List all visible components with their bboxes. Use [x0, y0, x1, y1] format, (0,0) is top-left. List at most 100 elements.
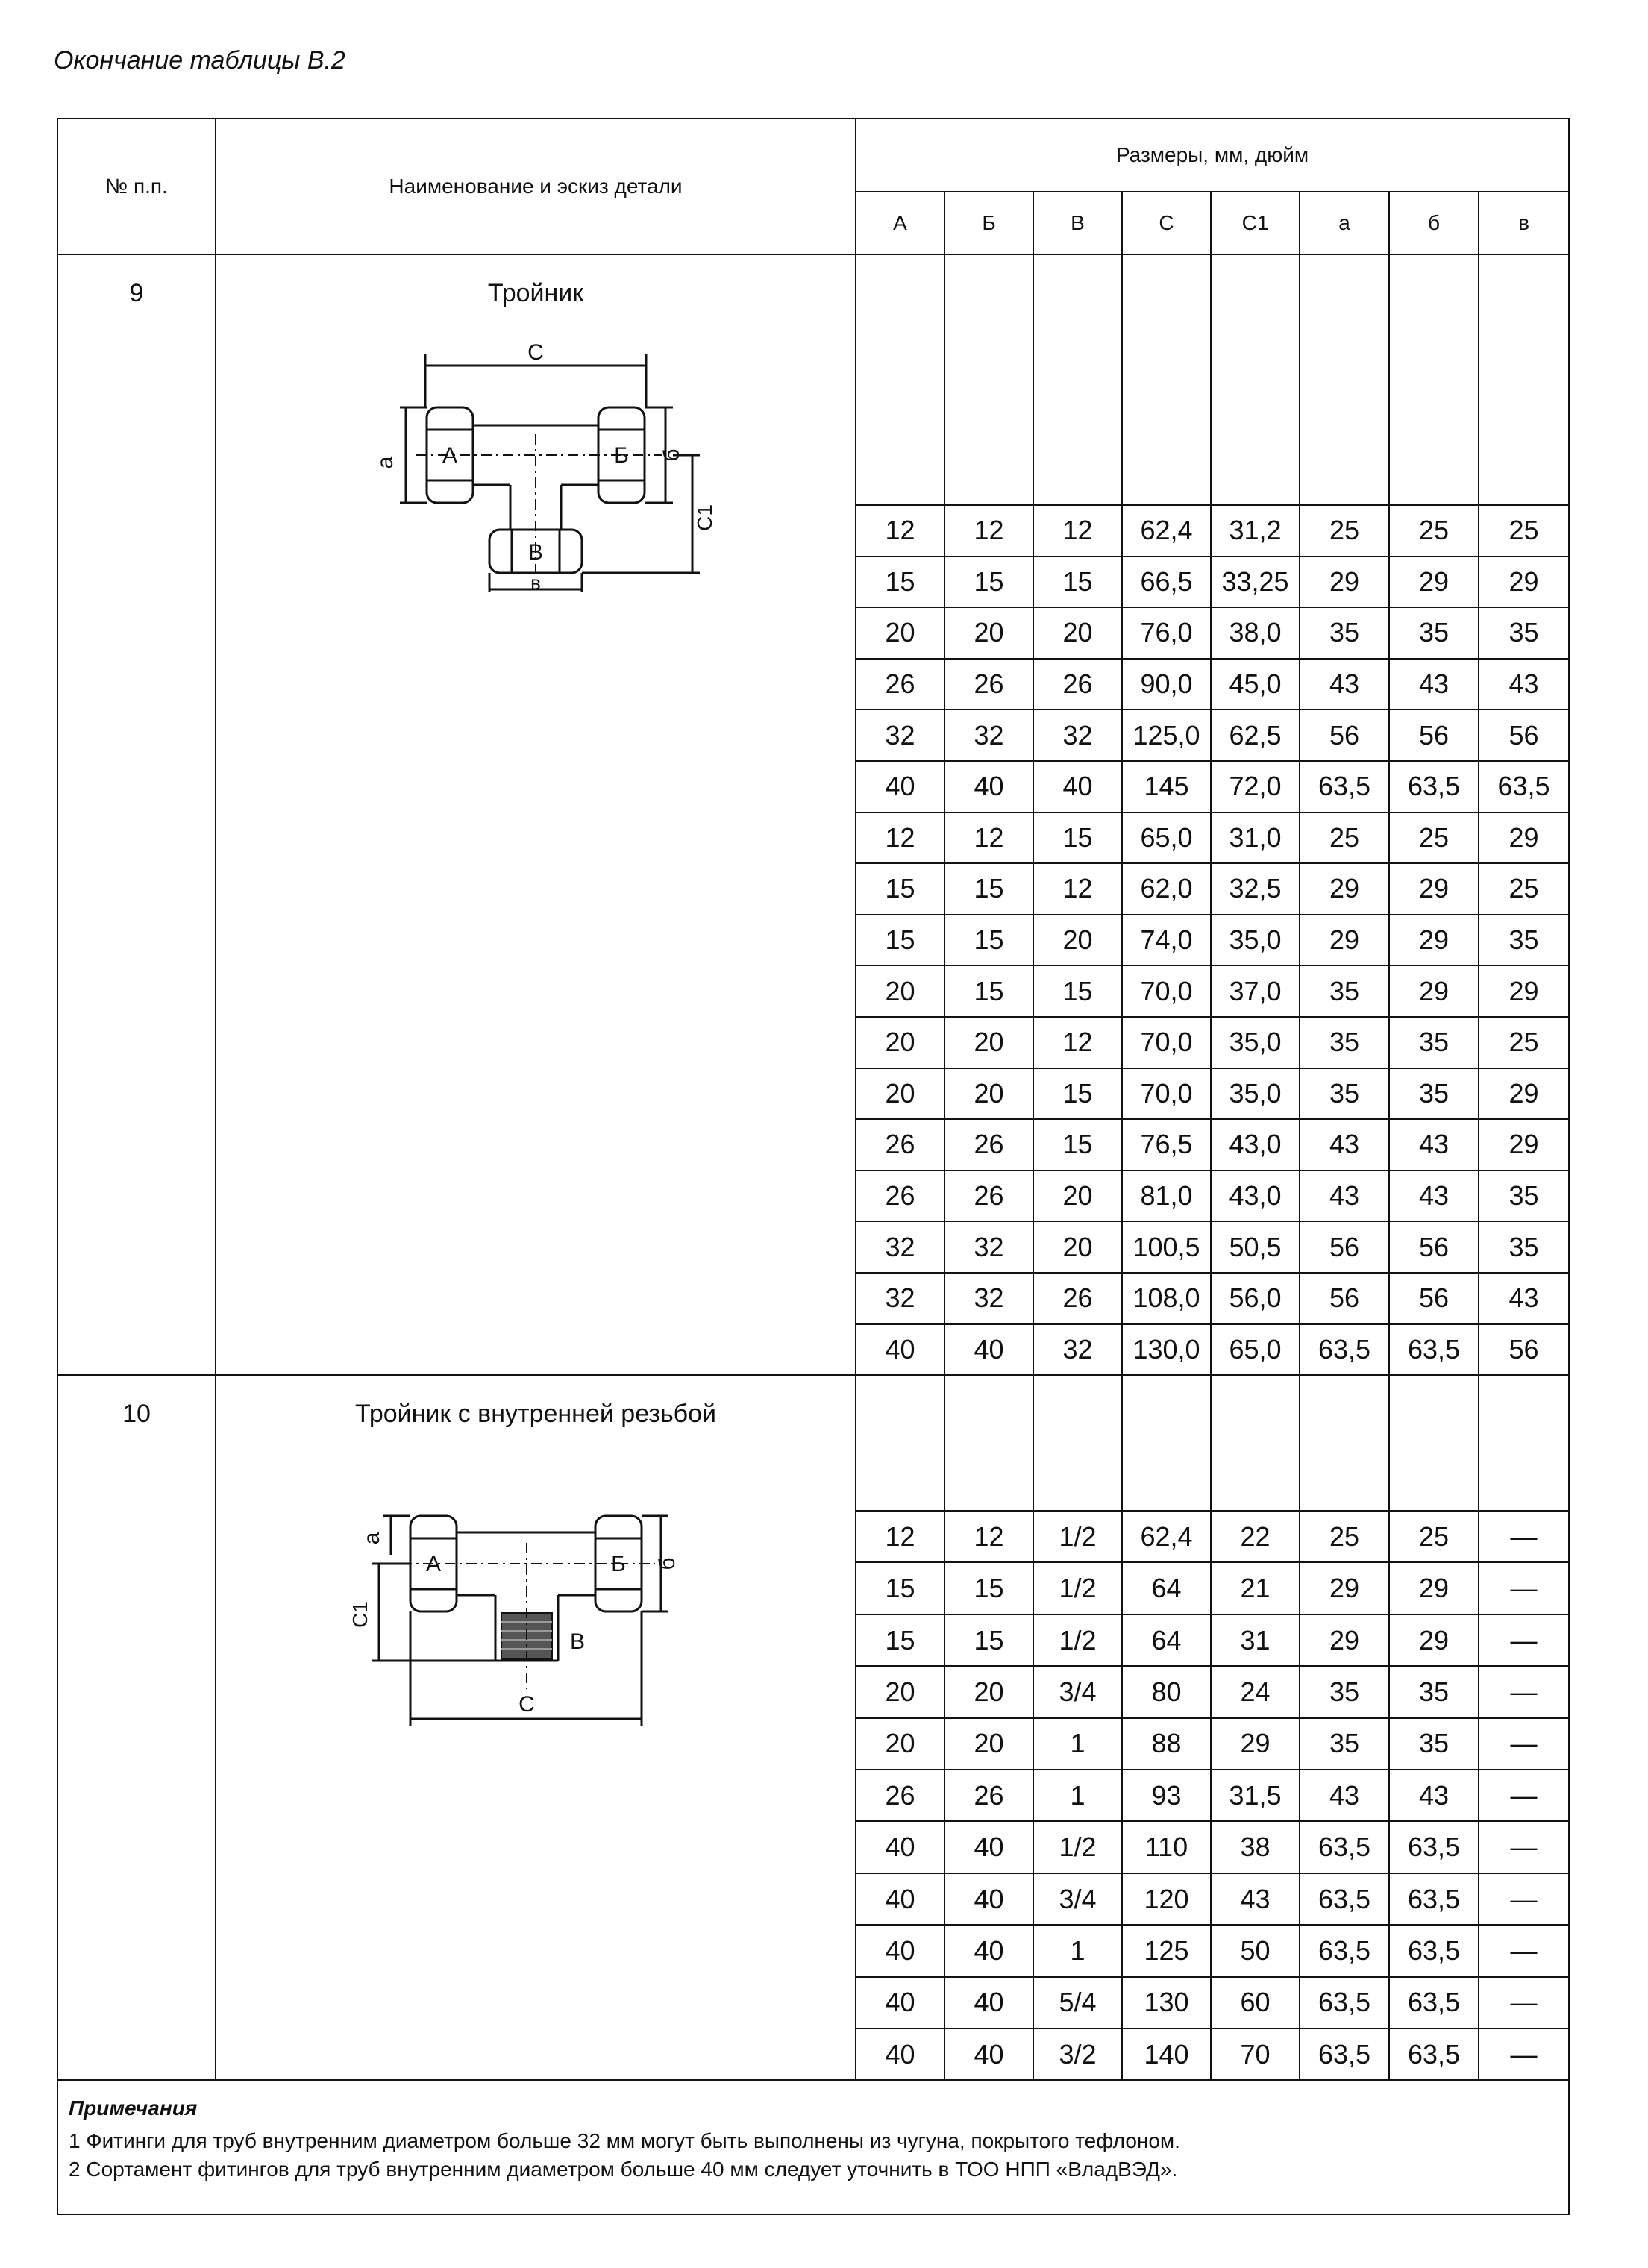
- tee-sketch: С А Б В в а б С1: [373, 340, 715, 594]
- size-cell: 12: [1033, 504, 1123, 557]
- size-cell: 35: [1477, 913, 1570, 967]
- size-cell: 63,5: [1388, 2027, 1479, 2081]
- col-header: С1: [1210, 191, 1300, 255]
- size-cell: 140: [1121, 2027, 1212, 2081]
- size-cell: 26: [1033, 657, 1123, 711]
- dim-label-a: а: [360, 1532, 384, 1544]
- size-cell: 90,0: [1121, 657, 1212, 711]
- size-cell: 65,0: [1210, 1323, 1300, 1376]
- size-cell: 20: [855, 1067, 945, 1121]
- size-cell: 38,0: [1210, 607, 1300, 660]
- size-cell: 26: [855, 1169, 945, 1223]
- dim-label-c: С: [527, 340, 544, 365]
- size-cell: 31: [1210, 1613, 1300, 1667]
- empty-cell: [1477, 254, 1570, 506]
- size-cell: 40: [1033, 759, 1123, 813]
- size-cell: —: [1477, 1976, 1570, 2030]
- size-cell: 26: [855, 657, 945, 711]
- port-label-v: В: [570, 1629, 585, 1654]
- empty-cell: [1033, 1374, 1123, 1512]
- size-cell: 12: [1033, 1015, 1123, 1069]
- size-cell: 29: [1299, 1613, 1390, 1667]
- empty-cell: [944, 1374, 1034, 1512]
- size-cell: —: [1477, 1924, 1570, 1978]
- size-cell: 43: [1388, 1118, 1479, 1171]
- size-cell: 63,5: [1299, 1323, 1390, 1376]
- size-cell: 65,0: [1121, 811, 1212, 865]
- size-cell: 35: [1388, 1015, 1479, 1069]
- size-cell: 70,0: [1121, 965, 1212, 1018]
- empty-cell: [1388, 254, 1479, 506]
- col-header: б: [1388, 191, 1479, 255]
- size-cell: 56: [1388, 1221, 1479, 1274]
- size-cell: 35: [1388, 1067, 1479, 1121]
- item-name-cell: Тройник: [215, 253, 856, 1376]
- size-cell: —: [1477, 1769, 1570, 1823]
- size-cell: 24: [1210, 1665, 1300, 1719]
- part-name: Тройник с внутренней резьбой: [354, 1400, 717, 1429]
- size-cell: 25: [1388, 811, 1479, 865]
- size-cell: 21: [1210, 1561, 1300, 1615]
- size-cell: 66,5: [1121, 555, 1212, 609]
- size-cell: 35: [1299, 965, 1390, 1018]
- size-cell: 22: [1210, 1510, 1300, 1564]
- empty-cell: [855, 1374, 945, 1512]
- size-cell: 29: [1388, 1561, 1479, 1615]
- size-cell: 40: [855, 1924, 945, 1978]
- note-line: 1 Фитинги для труб внутренним диаметром …: [69, 2129, 1180, 2153]
- size-cell: 29: [1388, 862, 1479, 915]
- fittings-table: № п.п. Наименование и эскиз детали Разме…: [56, 118, 1570, 2216]
- size-cell: 15: [1033, 1067, 1123, 1121]
- size-cell: 29: [1477, 1118, 1570, 1171]
- size-cell: 15: [944, 965, 1034, 1018]
- size-cell: 20: [944, 1015, 1034, 1069]
- size-cell: 43,0: [1210, 1169, 1300, 1223]
- size-cell: 40: [944, 1924, 1034, 1978]
- size-cell: 1/2: [1033, 1561, 1123, 1615]
- size-cell: 20: [1033, 607, 1123, 660]
- size-cell: 56: [1299, 1271, 1390, 1325]
- size-cell: 26: [855, 1769, 945, 1823]
- size-cell: 62,0: [1121, 862, 1212, 915]
- empty-cell: [944, 254, 1034, 506]
- dim-label-c: С: [518, 1692, 535, 1717]
- dim-label-c1: С1: [693, 504, 715, 531]
- size-cell: 35: [1388, 1717, 1479, 1771]
- size-cell: 43: [1388, 1769, 1479, 1823]
- size-cell: 63,5: [1299, 759, 1390, 813]
- size-cell: 35,0: [1210, 1067, 1300, 1121]
- size-cell: 43: [1477, 1271, 1570, 1325]
- size-cell: 35,0: [1210, 913, 1300, 967]
- size-cell: 35: [1299, 1067, 1390, 1121]
- size-cell: 40: [944, 1976, 1034, 2030]
- size-cell: 32: [944, 709, 1034, 762]
- size-cell: 3/4: [1033, 1665, 1123, 1719]
- size-cell: 33,25: [1210, 555, 1300, 609]
- size-cell: 29: [1477, 1067, 1570, 1121]
- dim-label-c1: С1: [349, 1601, 372, 1628]
- size-cell: 12: [855, 811, 945, 865]
- size-cell: —: [1477, 1665, 1570, 1719]
- size-cell: —: [1477, 1613, 1570, 1667]
- part-name: Тройник: [487, 279, 584, 307]
- size-cell: 29: [1477, 965, 1570, 1018]
- size-cell: 40: [944, 1323, 1034, 1376]
- size-cell: 15: [855, 555, 945, 609]
- size-cell: 63,5: [1477, 759, 1570, 813]
- size-cell: 62,4: [1121, 504, 1212, 557]
- dim-label-b: б: [655, 1558, 680, 1570]
- size-cell: 31,2: [1210, 504, 1300, 557]
- size-cell: 35: [1299, 1717, 1390, 1771]
- size-cell: 29: [1299, 913, 1390, 967]
- size-cell: 31,0: [1210, 811, 1300, 865]
- header-num: № п.п.: [57, 118, 216, 255]
- size-cell: 20: [855, 965, 945, 1018]
- size-cell: 56: [1299, 1221, 1390, 1274]
- size-cell: 25: [1388, 1510, 1479, 1564]
